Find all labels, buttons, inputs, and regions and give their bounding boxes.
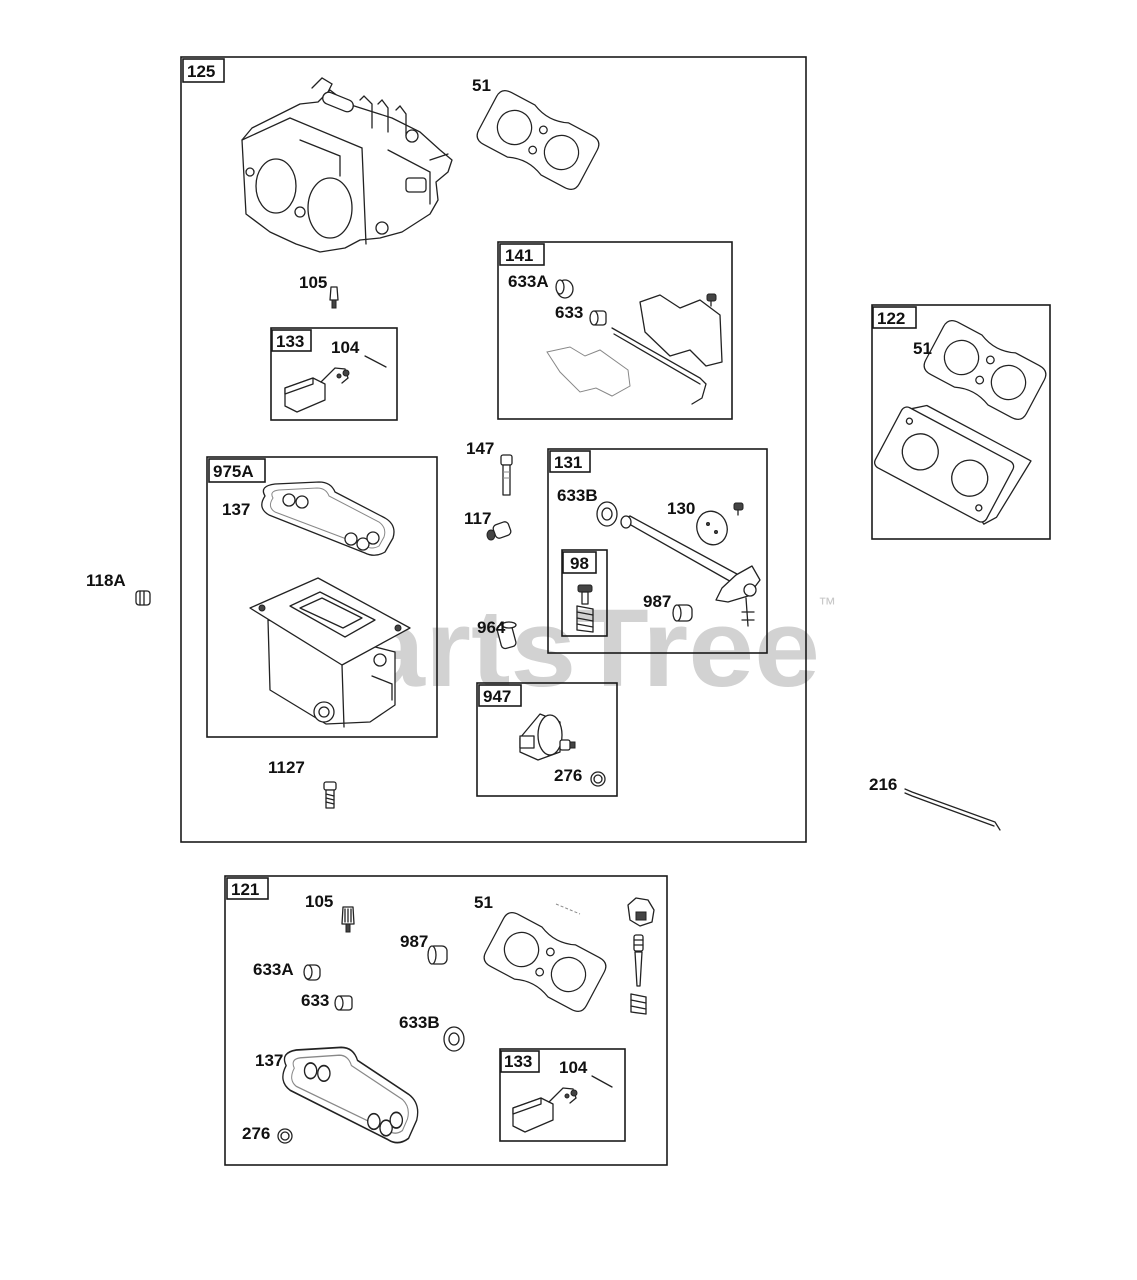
gasket-141: [546, 346, 631, 397]
assembly-box-125: 125: [180, 56, 807, 843]
assembly-box-98: 98: [561, 549, 608, 637]
callout-51-122: 51: [913, 339, 932, 358]
box-label-121: 121: [231, 880, 259, 899]
callout-1127: 1127: [268, 758, 305, 777]
rod-141: [611, 327, 707, 405]
o-ring-276-947: [590, 771, 606, 787]
choke-link-216: [904, 788, 1001, 831]
callout-104-121: 104: [559, 1058, 588, 1077]
pin-104-main: [364, 355, 387, 368]
cap-633a-121: [303, 964, 321, 981]
idle-screw-98: [576, 584, 594, 633]
callout-51-main: 51: [472, 76, 491, 95]
plug-633-141: [589, 310, 607, 326]
watermark-trademark: ™: [818, 594, 836, 614]
bushing-633b-121: [443, 1026, 465, 1052]
float-133-lower: [512, 1087, 578, 1133]
callout-633b-121: 633B: [399, 1013, 440, 1032]
assembly-box-133-upper: 133: [270, 327, 398, 421]
callout-276-121: 276: [242, 1124, 270, 1143]
callout-964: 964: [477, 618, 506, 637]
fitting-118a: [135, 590, 151, 606]
part-964: [496, 621, 517, 650]
callout-216: 216: [869, 775, 897, 794]
callout-633-121: 633: [301, 991, 329, 1010]
float-bowl-975a: [249, 577, 411, 728]
callout-137-975a: 137: [222, 500, 250, 519]
jet-147: [500, 454, 513, 496]
box-label-975a: 975A: [213, 462, 254, 481]
gasket-51-main: [473, 86, 603, 194]
callout-633a-141: 633A: [508, 272, 549, 291]
callout-118a: 118A: [86, 571, 126, 590]
gasket-51-121: [480, 908, 610, 1016]
plug-633-121: [334, 995, 353, 1011]
callout-633a-121: 633A: [253, 960, 294, 979]
cap-633a-141: [555, 279, 574, 299]
box-label-131: 131: [554, 453, 582, 472]
carburetor-body: [241, 77, 453, 253]
needle-105-121: [341, 906, 355, 933]
assembly-box-122: 122: [871, 304, 1051, 540]
callout-987-121: 987: [400, 932, 428, 951]
callout-147: 147: [466, 439, 494, 458]
pin-104-121: [591, 1075, 613, 1088]
assembly-box-121: 121: [224, 875, 668, 1166]
assembly-box-141: 141: [497, 241, 733, 420]
box-label-947: 947: [483, 687, 511, 706]
screw-1127: [323, 781, 337, 809]
box-label-98: 98: [570, 554, 589, 573]
callout-987-131: 987: [643, 592, 671, 611]
screw-131: [733, 502, 744, 516]
needle-105-main: [329, 286, 339, 309]
callout-105-121: 105: [305, 892, 333, 911]
o-ring-276-121: [277, 1128, 293, 1144]
pin-121: [555, 903, 581, 915]
bushing-633b-131: [596, 501, 618, 527]
assembly-box-975a: 975A: [206, 456, 438, 738]
gasket-137-975a: [261, 481, 395, 556]
float-133-upper: [284, 367, 350, 413]
fuel-fitting-121: [627, 897, 655, 1015]
throttle-plate-130: [696, 510, 728, 546]
callout-117: 117: [464, 509, 491, 528]
gasket-51-122: [920, 316, 1050, 424]
callout-130: 130: [667, 499, 695, 518]
solenoid-947: [519, 713, 576, 761]
callout-51-121: 51: [474, 893, 493, 912]
throttle-shaft-131: [620, 515, 761, 627]
box-label-122: 122: [877, 309, 905, 328]
callout-137-121: 137: [255, 1051, 283, 1070]
box-label-133-upper: 133: [276, 332, 304, 351]
jet-117: [486, 521, 512, 541]
box-label-125: 125: [187, 62, 215, 81]
box-label-141: 141: [505, 246, 533, 265]
callout-105-main: 105: [299, 273, 327, 292]
bushing-987-121: [427, 945, 448, 965]
callout-104-main: 104: [331, 338, 360, 357]
callout-633b-131: 633B: [557, 486, 598, 505]
assembly-box-947: 947: [476, 682, 618, 797]
plate-141: [639, 294, 723, 367]
callout-633-141: 633: [555, 303, 583, 322]
callout-276-947: 276: [554, 766, 582, 785]
assembly-box-131: 131: [547, 448, 768, 654]
spacer-block-122: [873, 404, 1032, 525]
screw-141: [706, 293, 717, 307]
gasket-137-121: [282, 1046, 419, 1144]
box-label-133-lower: 133: [504, 1052, 532, 1071]
bushing-987-131: [672, 604, 693, 622]
assembly-box-133-lower: 133: [499, 1048, 626, 1142]
